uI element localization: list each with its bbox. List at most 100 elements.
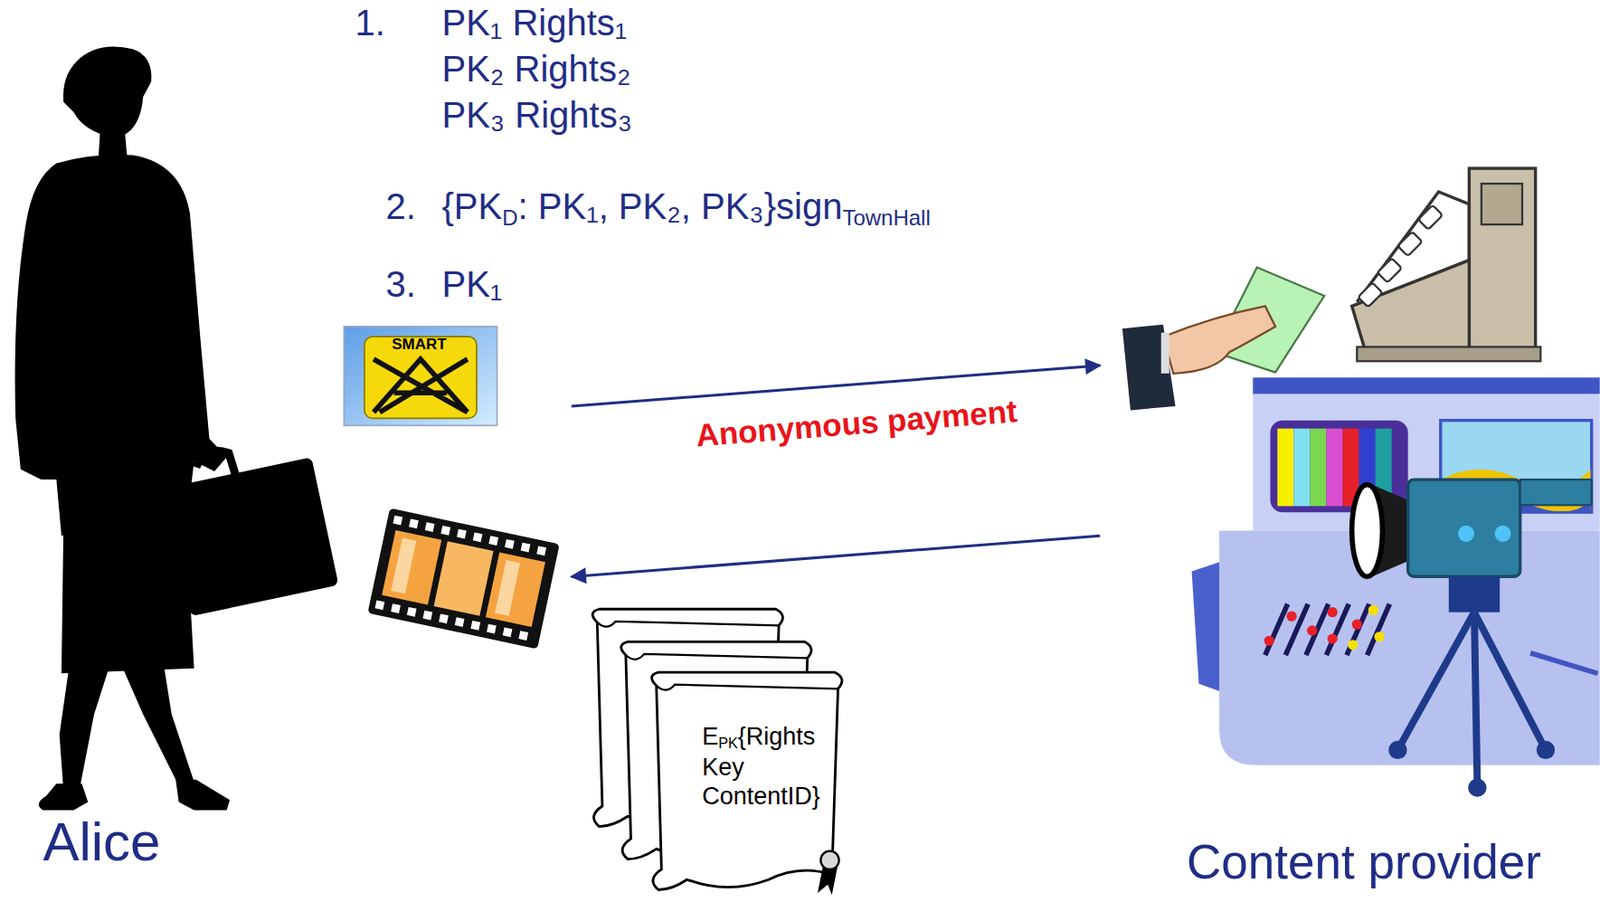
text-line: SMART <box>391 335 446 354</box>
protocol-step-text: PK₁ Rights₁ <box>442 2 628 43</box>
film-strip <box>381 530 442 605</box>
film-strip <box>375 599 386 610</box>
text-line: PK₃ Rights₃ <box>442 94 633 136</box>
subscript-text: PK <box>718 734 739 751</box>
scroll-curl <box>655 684 838 691</box>
license-scroll: EPK{Rights Key ContentID} <box>586 606 855 899</box>
cash-register <box>1418 205 1443 230</box>
film-strip <box>367 508 559 650</box>
media-studio <box>1285 604 1308 655</box>
text-slot: EPK{Rights Key ContentID} <box>701 721 821 812</box>
alice-silhouette <box>120 662 194 788</box>
alice-silhouette <box>163 456 339 616</box>
smart-card <box>373 359 468 413</box>
media-studio <box>1327 633 1338 644</box>
film-strip <box>504 539 515 550</box>
person-node: Alice <box>0 305 572 888</box>
film-strip <box>454 616 465 627</box>
text-slot: Content provider <box>1186 834 1542 890</box>
media-studio <box>1252 377 1600 394</box>
film-strip <box>518 630 529 641</box>
media-studio <box>1192 377 1600 797</box>
provider-node: Content provider <box>1099 163 1596 899</box>
paying-hand <box>1163 305 1276 373</box>
text-line: PK₂ Rights₂ <box>442 47 632 90</box>
media-studio <box>1327 606 1338 617</box>
media-studio <box>1306 604 1329 655</box>
film-strip <box>438 613 449 624</box>
cash-register <box>1397 231 1422 256</box>
node-text: Alice <box>42 811 161 872</box>
protocol-step-text: PK₃ Rights₃ <box>442 94 633 135</box>
film-strip <box>520 542 531 553</box>
paying-hand <box>1161 332 1170 374</box>
media-studio <box>1457 525 1475 542</box>
film-strip <box>494 559 521 616</box>
protocol-step-text: : PK₁, PK₂, PK₃}sign <box>518 186 843 227</box>
protocol-step-text: 2. <box>385 186 416 227</box>
film-strip <box>434 540 494 616</box>
media-studio <box>1397 612 1475 750</box>
alice-silhouette <box>15 47 340 811</box>
media-studio <box>1265 604 1391 655</box>
alice-silhouette <box>15 154 228 536</box>
media-studio <box>1474 612 1546 750</box>
cash-register <box>1352 168 1542 361</box>
subscript-text: TownHall <box>842 205 930 230</box>
film-strip <box>470 620 481 631</box>
film-strip <box>485 551 546 626</box>
media-studio <box>1467 778 1487 797</box>
flow-arrow <box>571 365 1100 407</box>
smart-card <box>343 326 497 426</box>
media-studio <box>1530 653 1598 674</box>
film-strip <box>375 515 547 641</box>
cash-register <box>1481 183 1523 225</box>
media-studio <box>1346 604 1370 655</box>
card-logo-text: SMART <box>391 335 446 353</box>
film-strip <box>486 624 497 635</box>
cash-register <box>1377 257 1402 283</box>
media-studio <box>1293 428 1310 507</box>
media-studio <box>1325 604 1349 655</box>
media-studio <box>1388 740 1555 797</box>
text-line: PK₁ <box>442 263 503 305</box>
media-studio <box>1474 612 1477 788</box>
media-studio <box>1347 639 1358 650</box>
media-studio <box>1352 619 1363 630</box>
film-strip <box>390 538 417 595</box>
scroll-outline <box>586 606 855 899</box>
film-strip <box>488 535 499 546</box>
media-studio <box>1408 479 1521 577</box>
text-slot: Alice <box>42 810 161 873</box>
film-strip <box>440 525 451 536</box>
film-strip <box>367 508 559 650</box>
media-studio <box>1306 624 1317 635</box>
alice-silhouette <box>61 521 195 673</box>
media-studio <box>1536 740 1555 759</box>
cash-register <box>1357 282 1383 307</box>
protocol-step-text: 1. <box>355 2 386 43</box>
media-studio <box>1495 525 1512 542</box>
film-strip <box>536 545 547 556</box>
film-strip <box>408 518 419 529</box>
protocol-step-text: PK₂ Rights₂ <box>442 48 632 89</box>
alice-silhouette <box>175 779 230 811</box>
media-studio <box>1368 605 1379 616</box>
text-line: 3. <box>385 263 416 305</box>
alice-silhouette <box>59 662 111 791</box>
film-strip <box>392 515 403 526</box>
media-studio <box>1277 428 1294 507</box>
media-studio <box>1352 484 1383 578</box>
edge-label: Anonymous payment <box>694 393 1019 455</box>
text-line: {PKD: PK₁, PK₂, PK₃}signTownHall <box>442 185 931 230</box>
film-strip <box>502 626 513 637</box>
media-studio <box>1373 631 1384 642</box>
media-studio <box>1367 604 1391 655</box>
cash-register <box>1468 168 1535 358</box>
cash-register <box>1356 346 1541 361</box>
flow-arrow <box>571 535 1100 577</box>
text-line: 1. <box>355 1 386 44</box>
film-strip <box>407 606 417 617</box>
media-studio <box>1520 479 1592 505</box>
